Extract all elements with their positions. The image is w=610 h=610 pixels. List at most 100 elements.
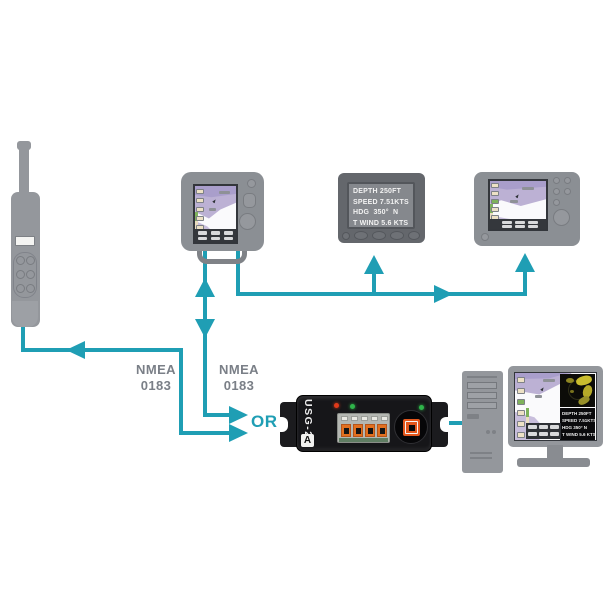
nmea-right-line2: 0183 bbox=[223, 378, 255, 393]
map-green-shore bbox=[526, 407, 529, 418]
softkey bbox=[196, 189, 204, 194]
usb-b-core bbox=[408, 425, 415, 431]
map-label-mark bbox=[522, 187, 534, 190]
wire-paths bbox=[21, 250, 527, 435]
menu-button bbox=[515, 225, 525, 228]
menu-button bbox=[211, 236, 220, 240]
usb-recess bbox=[394, 410, 428, 444]
menu-button bbox=[539, 425, 548, 429]
radar-echo bbox=[566, 378, 574, 383]
logo-letter: A bbox=[303, 435, 312, 446]
radar-echo bbox=[570, 390, 574, 393]
map-land-dark bbox=[490, 181, 546, 190]
mounting-slot-right bbox=[440, 417, 449, 432]
keypad-button bbox=[26, 270, 35, 279]
mounting-tab-left bbox=[280, 402, 300, 447]
map-land-dark bbox=[515, 373, 569, 380]
softkey bbox=[517, 421, 525, 427]
monitor-screen: DEPTH 250FT SPEED 7.51KTS HDG 350° N T W… bbox=[514, 372, 597, 441]
handset-screen bbox=[15, 236, 35, 246]
drive-bay bbox=[467, 392, 497, 399]
keypad-outline bbox=[13, 252, 37, 298]
tower-button bbox=[492, 430, 496, 434]
map-land-dark bbox=[195, 186, 236, 198]
display-line-heading: HDG 350° N bbox=[353, 209, 399, 216]
or-label: OR bbox=[251, 412, 278, 431]
arrow-to-radio bbox=[66, 341, 85, 359]
menu-button bbox=[528, 425, 537, 429]
terminal-hole bbox=[344, 428, 349, 434]
keypad-button bbox=[16, 270, 25, 279]
softkey bbox=[517, 432, 525, 438]
softkey bbox=[196, 207, 204, 212]
softkey bbox=[491, 207, 499, 212]
terminal-pin bbox=[351, 416, 358, 421]
menu-button bbox=[515, 220, 525, 224]
monitor-base bbox=[517, 458, 590, 467]
panel-button bbox=[553, 199, 560, 206]
keypad-button bbox=[16, 256, 25, 265]
map-label-mark bbox=[535, 395, 542, 398]
menu-bar bbox=[195, 229, 236, 242]
terminal-hole bbox=[368, 428, 373, 434]
actisense-logo: A bbox=[301, 434, 314, 447]
monitor-data-panel: DEPTH 250FT SPEED 7.51KTS HDG 350° N T W… bbox=[560, 408, 597, 440]
nmea-0183-label-left: NMEA 0183 bbox=[132, 362, 180, 394]
panel-button bbox=[564, 188, 571, 195]
plotter-screen bbox=[193, 184, 238, 244]
tower-vent-bottom bbox=[470, 452, 492, 454]
chart-map bbox=[195, 186, 236, 242]
softkey bbox=[491, 191, 499, 196]
display-button bbox=[354, 231, 368, 240]
usb-b-shell bbox=[405, 421, 418, 434]
mounting-tab-right bbox=[428, 402, 448, 447]
display-line-wind: T WIND 5.6 KTS bbox=[353, 219, 409, 227]
mounting-slot-left bbox=[279, 417, 288, 432]
menu-button bbox=[550, 425, 559, 429]
menu-button bbox=[224, 236, 233, 240]
monitor-neck bbox=[547, 445, 563, 459]
panel-button bbox=[553, 188, 560, 195]
terminal-hole bbox=[356, 428, 361, 434]
keypad-button bbox=[26, 256, 35, 265]
map-label-mark bbox=[209, 208, 216, 211]
tower-vent-bottom bbox=[470, 457, 492, 459]
display-button bbox=[372, 231, 386, 240]
softkey bbox=[517, 377, 525, 383]
menu-button bbox=[528, 432, 537, 436]
terminal-clamp-orange bbox=[365, 424, 375, 437]
chart-map: DEPTH 250FT SPEED 7.51KTS HDG 350° N T W… bbox=[515, 373, 596, 440]
terminal-hole bbox=[380, 428, 385, 434]
softkey bbox=[491, 199, 499, 204]
wire-radio-to-usg bbox=[21, 322, 238, 435]
terminal-clamp-orange bbox=[377, 424, 387, 437]
antenna-cap bbox=[17, 141, 31, 150]
display-button bbox=[408, 231, 420, 240]
menu-button bbox=[198, 236, 207, 240]
map-label-mark bbox=[219, 191, 230, 194]
monitor-line-heading: HDG 350° N bbox=[562, 425, 588, 430]
terminal-block bbox=[337, 413, 390, 443]
drive-bay bbox=[467, 382, 497, 389]
chart-map bbox=[490, 181, 546, 229]
rotary-knob bbox=[239, 213, 256, 230]
monitor-line-depth: DEPTH 250FT bbox=[562, 411, 592, 416]
softkey bbox=[517, 410, 525, 416]
menu-button bbox=[550, 432, 559, 436]
arrow-down-from-plotter bbox=[195, 319, 215, 338]
keypad-button bbox=[16, 284, 25, 293]
menu-bar bbox=[490, 219, 546, 229]
terminal-pin bbox=[361, 416, 368, 421]
terminal-clamp-orange bbox=[353, 424, 363, 437]
handset-grip bbox=[12, 301, 38, 327]
arrow-bus-right bbox=[434, 285, 453, 303]
rotary-knob bbox=[553, 209, 570, 226]
display-line-depth: DEPTH 250FT bbox=[353, 188, 402, 195]
led-green-right bbox=[419, 405, 424, 410]
terminal-pin bbox=[341, 416, 348, 421]
map-label-mark bbox=[543, 379, 555, 382]
display-screen: DEPTH 250FT SPEED 7.51KTS HDG 350° N T W… bbox=[347, 182, 415, 229]
monitor-line-speed: SPEED 7.51KTS bbox=[562, 418, 597, 423]
rocker-pad bbox=[243, 193, 256, 208]
wire-plotter-bus bbox=[236, 250, 527, 296]
